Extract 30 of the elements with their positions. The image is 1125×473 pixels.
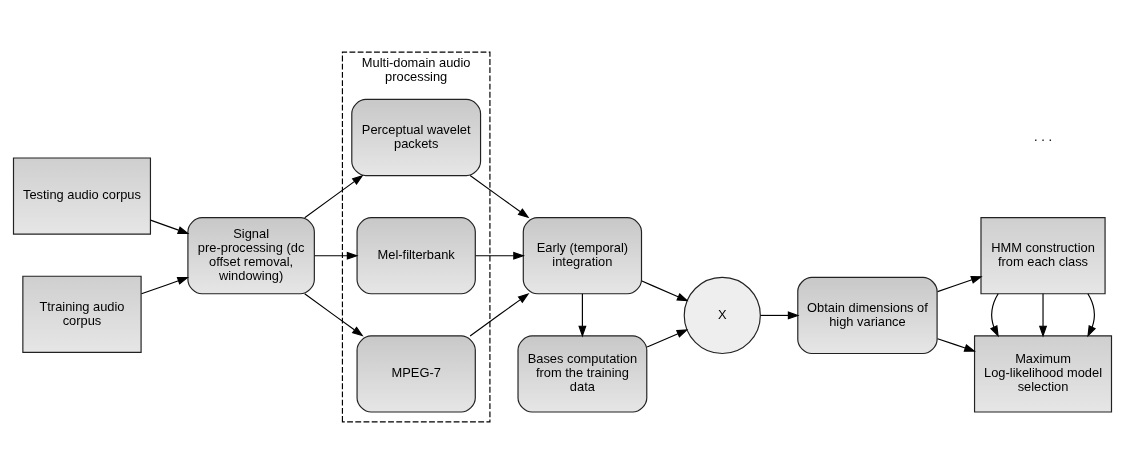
arrow [1087,292,1097,337]
node-box: MPEG-7 [356,334,476,413]
arrow [469,292,530,336]
arrow [475,251,525,260]
arrow [149,219,190,234]
arrow [641,279,689,301]
arrow [646,328,689,347]
arrow [578,292,587,337]
arrow [314,251,359,260]
node-box: Signal pre-processing (dc offset removal, windowing) [187,216,315,294]
node-box: Maximum Log-likelihood model selection [973,334,1113,413]
node-box: Testing audio corpus [12,156,152,235]
arrow [140,276,190,294]
node-box: HMM construction from each class [980,216,1106,294]
arrow [937,275,983,292]
arrow [304,174,364,218]
arrow [989,292,999,337]
node-box: Early (temporal) integration [522,216,643,294]
node-box: Perceptual wavelet packets [351,98,482,176]
node-circle: X [683,276,761,354]
label: . . . [1034,128,1052,144]
node-box: Ttraining audio corpus [22,275,142,353]
node-box: Bases computation from the training data [517,334,648,413]
arrow [469,174,530,218]
arrow [937,337,976,352]
node-box: Mel-filterbank [356,216,476,294]
arrow [304,292,364,337]
arrow [1038,292,1048,337]
node-box: Obtain dimensions of high variance [797,276,938,354]
arrow [760,310,800,320]
